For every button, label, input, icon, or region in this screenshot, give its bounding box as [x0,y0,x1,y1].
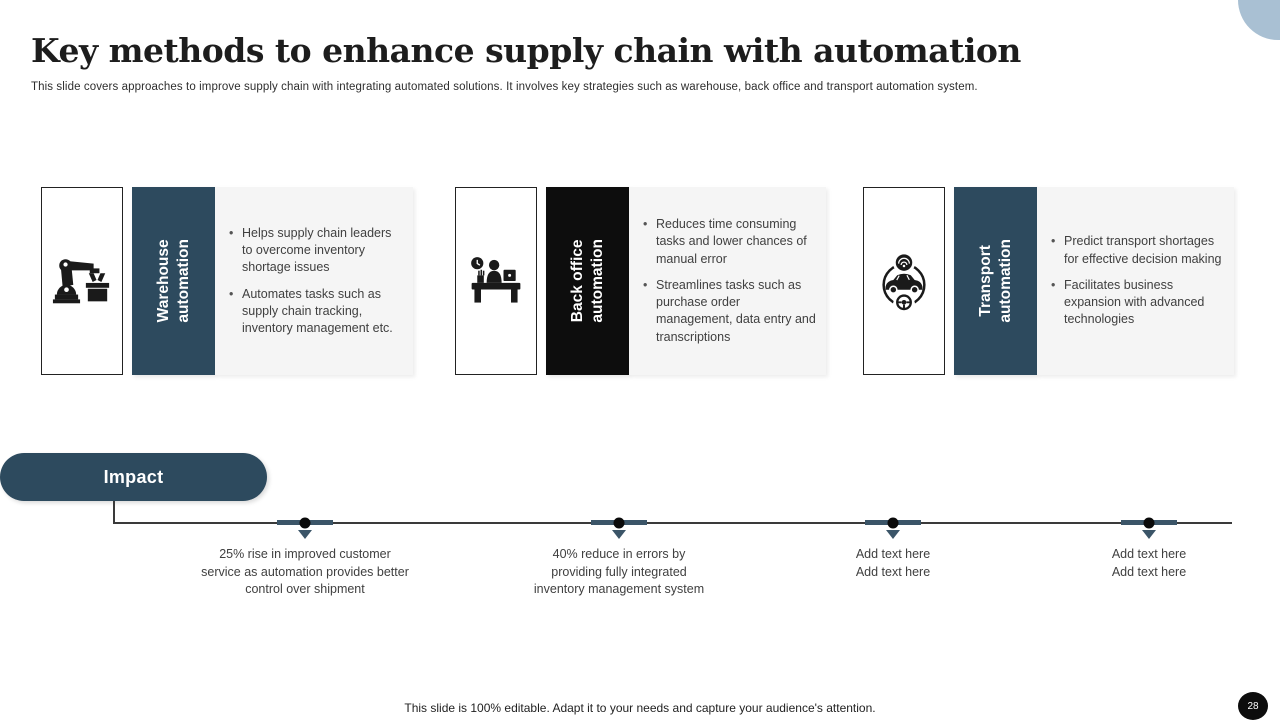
milestone-dot [613,517,625,528]
milestone-dot [299,517,311,528]
milestone-4: Add text here Add text here [1084,517,1214,581]
transport-label-panel: Transport automation [954,187,1037,375]
card-transport-automation: Transport automation Predict transport s… [863,187,1234,375]
milestone-text: Add text here Add text here [855,547,931,579]
impact-label: Impact [103,466,164,487]
warehouse-bullets-panel: Helps supply chain leaders to overcome i… [215,187,413,375]
bullet-item: Streamlines tasks such as purchase order… [643,277,818,346]
corner-accent-circle [1238,0,1280,40]
timeline-line [113,522,1232,524]
bullet-item: Facilitates business expansion with adva… [1051,277,1226,329]
milestone-text: 40% reduce in errors by providing fully … [533,547,705,596]
transport-label: Transport automation [976,239,1014,323]
arrow-down-icon [1142,530,1156,539]
impact-connector-line [113,501,115,523]
card-back-office-automation: Back office automation Reduces time cons… [455,187,826,375]
milestone-2: 40% reduce in errors by providing fully … [530,517,708,599]
robot-arm-icon [51,250,113,312]
impact-pill: Impact [0,453,267,501]
bullet-item: Helps supply chain leaders to overcome i… [229,225,405,277]
arrow-down-icon [612,530,626,539]
page-title: Key methods to enhance supply chain with… [31,31,1021,70]
back-office-bullets-panel: Reduces time consuming tasks and lower c… [629,187,826,375]
milestone-dot [1143,517,1155,528]
bullet-item: Predict transport shortages for effectiv… [1051,233,1226,268]
arrow-down-icon [298,530,312,539]
page-number-badge: 28 [1238,692,1268,720]
autonomous-car-icon [873,250,935,312]
milestone-text: 25% rise in improved customer service as… [201,547,409,596]
milestone-3: Add text here Add text here [828,517,958,581]
warehouse-label-panel: Warehouse automation [132,187,215,375]
milestone-dash [865,517,921,528]
milestone-dot [887,517,899,528]
bullet-item: Reduces time consuming tasks and lower c… [643,216,818,268]
back-office-label-panel: Back office automation [546,187,629,375]
transport-bullets-panel: Predict transport shortages for effectiv… [1037,187,1234,375]
arrow-down-icon [886,530,900,539]
warehouse-label: Warehouse automation [154,239,192,323]
slide-subtitle: This slide covers approaches to improve … [31,81,978,93]
back-office-label: Back office automation [568,239,606,323]
milestone-1: 25% rise in improved customer service as… [199,517,411,599]
milestone-dash [1121,517,1177,528]
transport-icon-box [863,187,945,375]
milestone-text: Add text here Add text here [1111,547,1187,579]
card-warehouse-automation: Warehouse automation Helps supply chain … [41,187,413,375]
bullet-item: Automates tasks such as supply chain tra… [229,286,405,338]
milestone-dash [591,517,647,528]
warehouse-icon-box [41,187,123,375]
office-desk-icon [466,251,526,311]
back-office-icon-box [455,187,537,375]
milestone-dash [277,517,333,528]
footer-note: This slide is 100% editable. Adapt it to… [404,701,876,715]
